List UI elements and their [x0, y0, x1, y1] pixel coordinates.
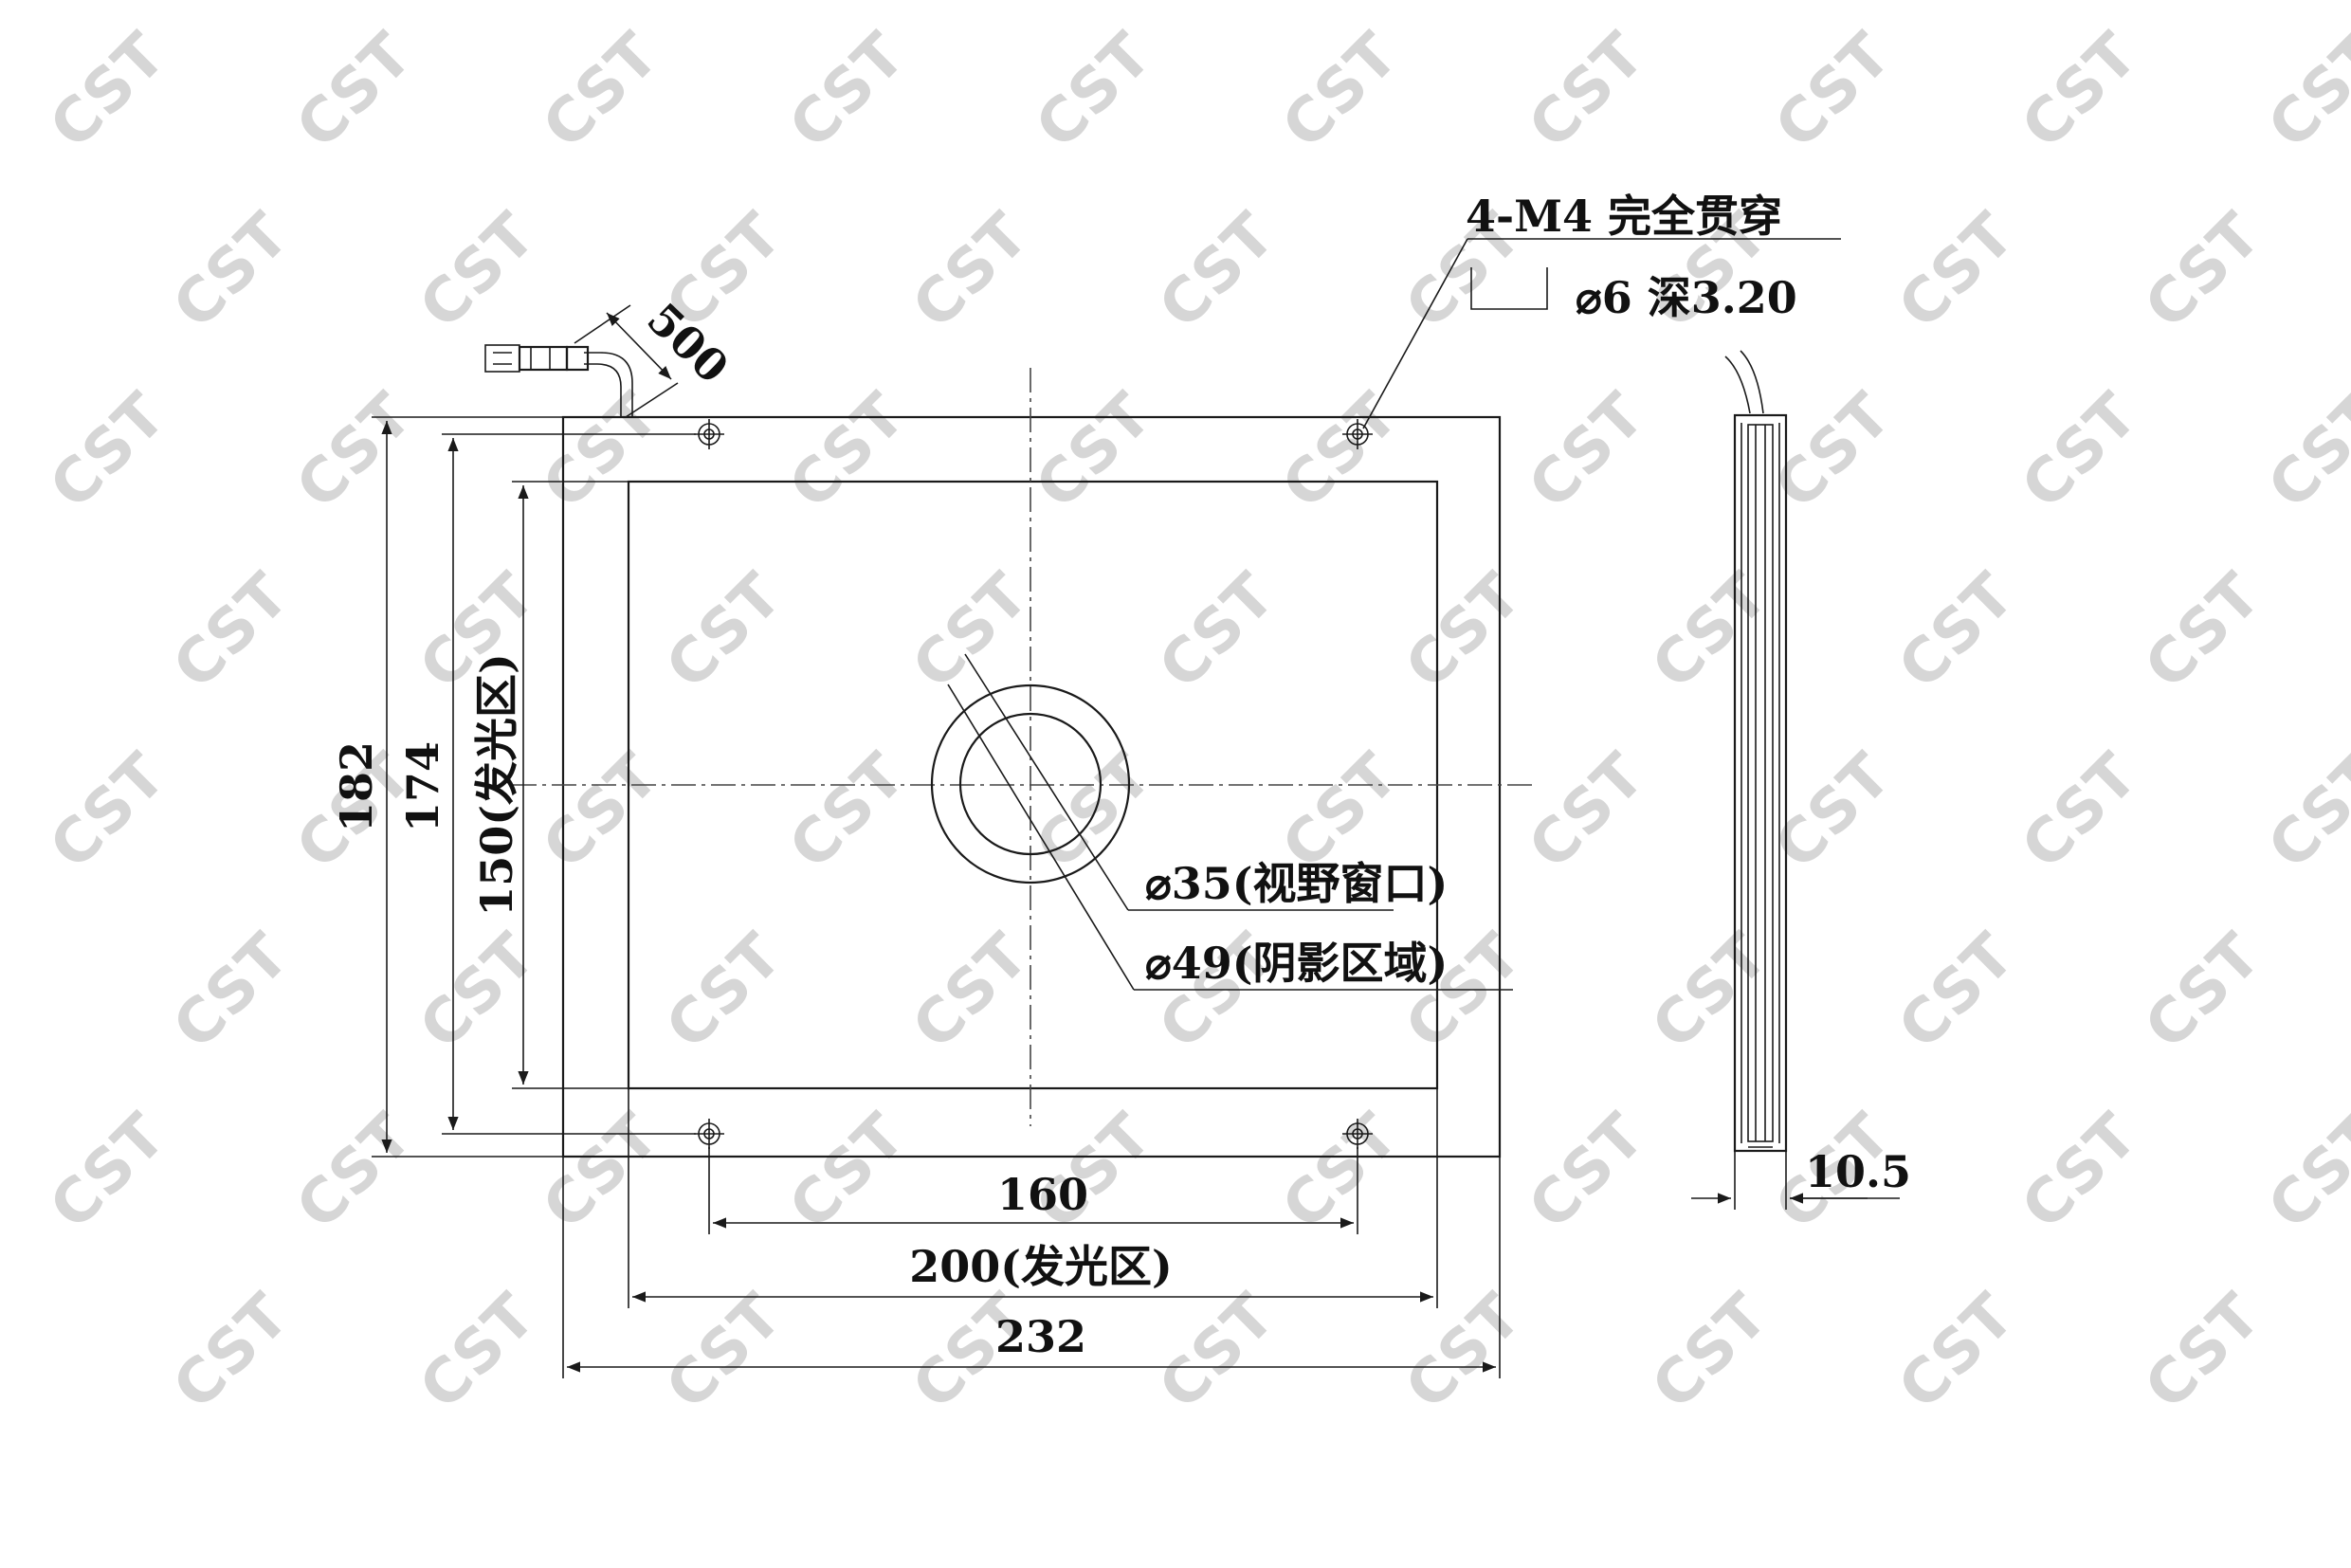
width-holes-label: 160	[997, 1169, 1088, 1220]
watermark-text: CST	[653, 1281, 795, 1423]
watermark-text: CST	[1269, 380, 1412, 522]
watermark-text: CST	[1886, 921, 2028, 1063]
watermark-text: CST	[530, 20, 672, 162]
diameter-leaders: ⌀35(视野窗口) ⌀49(阴影区域)	[947, 653, 1513, 991]
counterbore-label: ⌀6 深3.20	[1576, 272, 1797, 323]
watermark-text: CST	[2009, 1101, 2151, 1243]
watermark-text: CST	[776, 1101, 919, 1243]
watermark-layer: CST CST CST CST CST CST CST CST CST CST CST CST CST C…	[37, 20, 2351, 1423]
watermark-text: CST	[900, 560, 1042, 702]
watermark-text: CST	[1886, 560, 2028, 702]
watermark-text: CST	[2255, 1101, 2351, 1243]
mounting-hole-top-left	[694, 419, 724, 449]
watermark-text: CST	[1269, 20, 1412, 162]
watermark-text: CST	[2255, 740, 2351, 883]
watermark-text: CST	[653, 921, 795, 1063]
watermark-text: CST	[2009, 20, 2151, 162]
shadow-diameter-label: ⌀49(阴影区域)	[1145, 938, 1448, 989]
mounting-hole-bottom-left	[694, 1119, 724, 1149]
watermark-text: CST	[1639, 1281, 1781, 1423]
watermark-text: CST	[283, 1101, 426, 1243]
view-window-circle	[958, 712, 1103, 856]
watermark-text: CST	[530, 1101, 672, 1243]
watermark-text: CST	[2009, 740, 2151, 883]
watermark-text: CST	[1762, 380, 1904, 522]
watermark-text: CST	[37, 740, 179, 883]
watermark-text: CST	[530, 380, 672, 522]
watermark-text: CST	[1762, 20, 1904, 162]
window-diameter-label: ⌀35(视野窗口)	[1145, 858, 1448, 909]
outer-plate	[561, 415, 1502, 1158]
watermark-text: CST	[283, 20, 426, 162]
watermark-text: CST	[1516, 20, 1658, 162]
watermark-text: CST	[2132, 560, 2274, 702]
watermark-text: CST	[1269, 1101, 1412, 1243]
watermark-text: CST	[776, 380, 919, 522]
watermark-text: CST	[900, 921, 1042, 1063]
watermark-text: CST	[900, 200, 1042, 342]
watermark-text: CST	[1146, 560, 1288, 702]
watermark-text: CST	[160, 560, 302, 702]
watermark-text: CST	[2132, 921, 2274, 1063]
watermark-text: CST	[776, 740, 919, 883]
watermark-text: CST	[37, 20, 179, 162]
watermark-text: CST	[1516, 1101, 1658, 1243]
watermark-text: CST	[1023, 20, 1165, 162]
hole-spec-callout: 4-M4 完全贯穿 ⌀6 深3.20	[1362, 191, 1841, 429]
watermark-text: CST	[1886, 1281, 2028, 1423]
height-emit-label: 150(发光区)	[471, 653, 522, 917]
watermark-text: CST	[2132, 1281, 2274, 1423]
watermark-text: CST	[1146, 1281, 1288, 1423]
watermark-text: CST	[530, 740, 672, 883]
height-outer-label: 182	[331, 741, 382, 832]
watermark-text: CST	[1393, 560, 1535, 702]
thickness-dimension: 10.5	[1691, 1146, 1911, 1210]
mounting-hole-top-right	[1342, 419, 1373, 449]
watermark-text: CST	[283, 380, 426, 522]
width-dimensions: 160 200(发光区) 232	[562, 1088, 1501, 1378]
watermark-text: CST	[2255, 20, 2351, 162]
watermark-text: CST	[2132, 200, 2274, 342]
watermark-text: CST	[653, 560, 795, 702]
hole-spec-label: 4-M4 完全贯穿	[1466, 191, 1782, 242]
watermark-text: CST	[1639, 921, 1781, 1063]
side-view: 10.5	[1691, 350, 1911, 1210]
watermark-text: CST	[2009, 380, 2151, 522]
height-dimensions: 182 174 150(发光区)	[331, 416, 696, 1158]
height-holes-label: 174	[397, 741, 448, 832]
watermark-text: CST	[1146, 200, 1288, 342]
watermark-text: CST	[1023, 380, 1165, 522]
watermark-text: CST	[1516, 740, 1658, 883]
thickness-label: 10.5	[1805, 1146, 1911, 1197]
watermark-text: CST	[1516, 380, 1658, 522]
watermark-text: CST	[37, 1101, 179, 1243]
front-view: 500 4-M4 完全贯穿 ⌀6 深3.20 ⌀35(视野窗口) ⌀49(阴影区…	[331, 191, 1841, 1378]
watermark-text: CST	[160, 921, 302, 1063]
watermark-text: CST	[1886, 200, 2028, 342]
watermark-text: CST	[776, 20, 919, 162]
watermark-text: CST	[37, 380, 179, 522]
watermark-text: CST	[407, 921, 549, 1063]
watermark-text: CST	[1639, 560, 1781, 702]
width-emit-label: 200(发光区)	[909, 1241, 1173, 1292]
watermark-text: CST	[160, 1281, 302, 1423]
watermark-text: CST	[160, 200, 302, 342]
width-outer-label: 232	[995, 1311, 1086, 1362]
watermark-text: CST	[407, 1281, 549, 1423]
watermark-text: CST	[2255, 380, 2351, 522]
watermark-text: CST	[407, 200, 549, 342]
shadow-area-circle	[930, 684, 1131, 884]
watermark-text: CST	[1762, 740, 1904, 883]
mounting-hole-bottom-right	[1342, 1119, 1373, 1149]
watermark-text: CST	[1393, 1281, 1535, 1423]
